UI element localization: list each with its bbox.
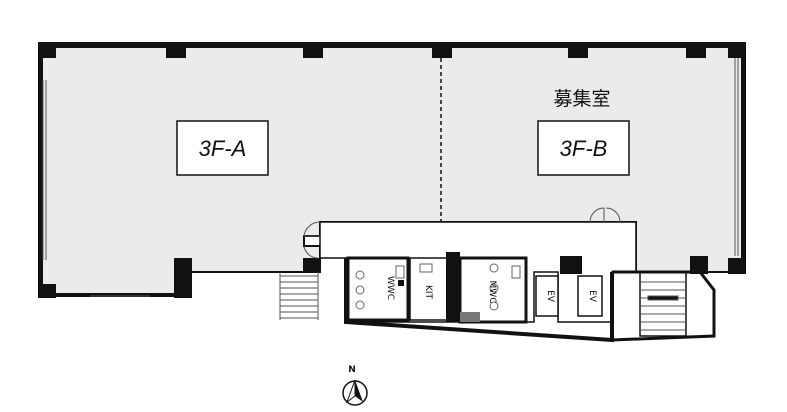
room-a-label: 3F-A	[199, 136, 247, 161]
window-lines	[42, 58, 739, 297]
ev1-label: EV	[545, 290, 555, 303]
north-label: N	[348, 365, 356, 375]
door-swings	[303, 207, 621, 259]
vacancy-label: 募集室	[553, 88, 610, 110]
stairs-right	[639, 271, 687, 337]
core-rooms	[346, 252, 603, 324]
wwc-label: WWC	[385, 276, 395, 300]
room-b-label-box: 3F-B	[537, 120, 630, 176]
room-b-label: 3F-B	[560, 136, 608, 161]
mwc-label: MWC	[487, 281, 497, 304]
columns	[38, 42, 746, 298]
stairs-left	[279, 272, 319, 320]
ev2-label: EV	[587, 290, 597, 303]
core-walls	[344, 258, 716, 343]
kit-label: KIT	[423, 285, 433, 300]
north-arrow-icon: N	[342, 365, 368, 406]
room-a-label-box: 3F-A	[176, 120, 269, 176]
